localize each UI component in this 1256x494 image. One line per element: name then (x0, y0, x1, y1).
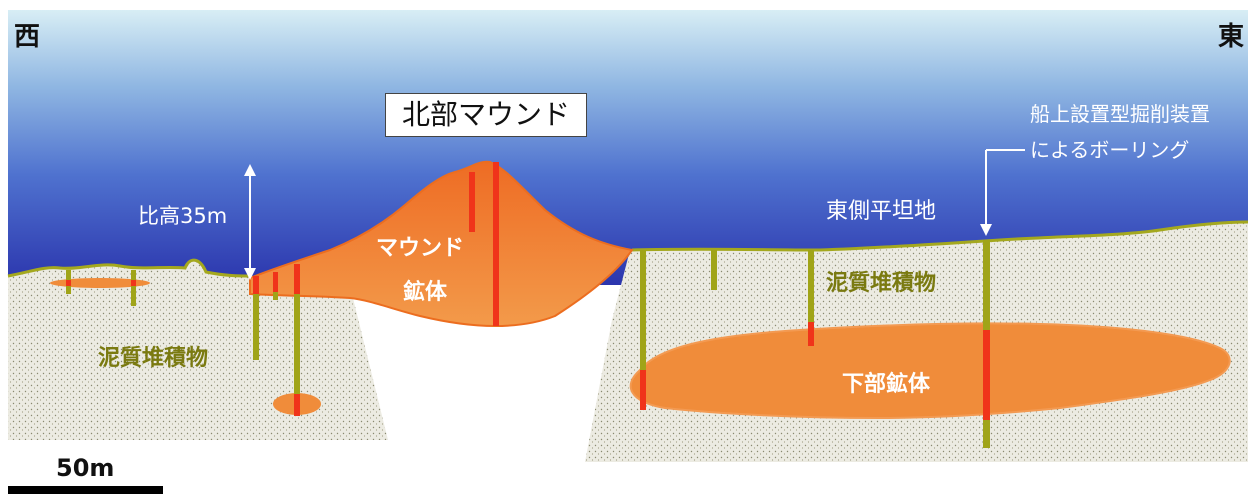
east-seafloor-line (631, 220, 1249, 252)
west-label: 西 (14, 22, 41, 52)
east-label: 東 (1218, 22, 1245, 52)
height-arrow (244, 164, 256, 280)
drilling-pointer (980, 149, 1025, 236)
sediment-west-label: 泥質堆積物 (98, 346, 209, 371)
mound-ore-label-line2: 鉱体 (403, 280, 448, 305)
scale-label: 50m (56, 454, 115, 482)
west-seafloor-line (7, 258, 251, 278)
mound-ore-label-line1: マウンド (376, 236, 465, 261)
lower-ore-label: 下部鉱体 (842, 372, 931, 397)
drill-cores (66, 162, 990, 448)
relative-height-label: 比高35m (138, 204, 228, 228)
east-flat-label: 東側平坦地 (826, 199, 937, 224)
scale-bar (8, 486, 163, 494)
lower-ore-body (629, 322, 1231, 420)
west-ore-lens (50, 278, 150, 288)
mound-title: 北部マウンド (385, 93, 587, 137)
mound-ore-body (249, 160, 634, 328)
drilling-label-line1: 船上設置型掘削装置 (1030, 102, 1210, 126)
drilling-label-line2: によるボーリング (1030, 138, 1190, 162)
sediment-east-label: 泥質堆積物 (826, 271, 937, 296)
